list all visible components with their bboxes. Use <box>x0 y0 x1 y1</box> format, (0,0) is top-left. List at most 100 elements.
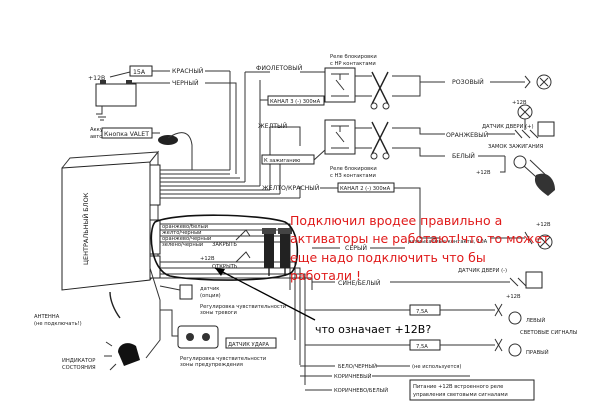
fuse-15a-label: 15А <box>133 69 146 76</box>
door-sensor-minus-label: ДАТЧИК ДВЕРИ (-) <box>458 268 507 274</box>
actuator-plus12-label: +12В <box>200 256 215 262</box>
door-switch-icon-1 <box>514 129 539 139</box>
ignition-plus12-label: +12В <box>476 170 491 176</box>
signal-lights-label: СВЕТОВЫЕ СИГНАЛЫ <box>520 330 578 336</box>
relay-nz-label-1: Реле блокировки <box>330 166 377 172</box>
sensor-label-1: датчик <box>200 286 219 292</box>
battery-terminal-minus <box>126 80 132 84</box>
power-relay-label-1: Питание +12В встроенного реле <box>413 384 503 390</box>
wire-white-black-label: БЕЛО/ЧЕРНЫЙ <box>338 363 377 370</box>
cut-scissors-icon-1 <box>371 71 389 105</box>
battery-icon <box>95 83 137 107</box>
sens-label-4: зоны предупреждения <box>180 362 243 368</box>
central-unit-box <box>61 161 151 291</box>
sens-label-2: зоны тревоги <box>200 310 237 316</box>
annotation-line-2: активаторы не работают!что то может <box>290 231 549 246</box>
ignition-lock-label: ЗАМОК ЗАЖИГАНИЯ <box>488 144 544 150</box>
connector-aux <box>149 255 161 279</box>
wire-black-label: ЧЕРНЫЙ <box>172 78 199 87</box>
central-unit-group: ЦЕНТРАЛЬНЫЙ БЛОК <box>61 150 161 291</box>
power-relay-label-2: управления световыми сигналами <box>413 392 508 398</box>
channel3-label: КАНАЛ 3 (-) 300мА <box>270 99 321 105</box>
indicator-label-1: ИНДИКАТОР <box>62 358 95 364</box>
indicator-label-2: СОСТОЯНИЯ <box>62 365 96 371</box>
wire-pink-label: РОЗОВЫЙ <box>452 77 484 86</box>
antenna-icon <box>109 291 121 319</box>
wire-orange-label: ОРАНЖЕВЫЙ <box>446 130 489 139</box>
central-unit-label: ЦЕНТРАЛЬНЫЙ БЛОК <box>81 192 90 265</box>
actuator-motor-icon-1 <box>262 228 276 276</box>
cut-scissors-icon-2 <box>371 121 389 155</box>
sens-label-1: Регулировка чувствительности <box>200 304 286 310</box>
door-sensor-plus-label: ДАТЧИК ДВЕРИ (+) <box>482 124 533 130</box>
relay-nr-label-1: Реле блокировки <box>330 54 377 60</box>
ignition-key-icon <box>513 155 555 196</box>
actuator-group: оранжево/белый желто/черный оранжево/чер… <box>150 214 299 281</box>
door-switch-icon-2 <box>509 277 527 287</box>
relay-nz-label-2: с НЗ контактами <box>330 173 376 179</box>
connector-main <box>149 164 161 206</box>
question-text: что означает +12В? <box>315 323 431 336</box>
bottom-plus12-label: +12В <box>506 294 521 300</box>
hand-drawn-circle <box>150 214 299 281</box>
led-indicator-icon <box>118 343 140 366</box>
shock-sensor-icon <box>177 325 219 349</box>
door-plus12-label: +12В <box>512 100 527 106</box>
wire-blue-white-label: СИНЕ/БЕЛЫЙ <box>338 278 381 287</box>
shock-sensor-box <box>225 337 277 349</box>
antenna-group: АНТЕННА (не подключать!) <box>34 291 121 327</box>
valet-button-group: Кнопка VALET <box>101 127 193 170</box>
relay-nr-group: ФИОЛЕТОВЫЙ Реле блокировки с НР контакта… <box>245 54 405 110</box>
user-annotation: Подключил вродее правильно а активаторы … <box>290 213 549 283</box>
question-arrow <box>214 267 316 321</box>
wire-brown-white-label: КОРИЧНЕВО/БЕЛЫЙ <box>334 387 388 394</box>
actuator-wire-a: оранжево/белый <box>162 223 208 230</box>
antenna-label-2: (не подключать!) <box>34 321 82 327</box>
wire-brown-label: КОРИЧНЕВЫЙ <box>334 373 372 380</box>
actuator-wire-b: желто/черный <box>162 229 202 236</box>
light-bulb-icon <box>537 234 553 250</box>
channel2-label: КАНАЛ 2 (-) 300мА <box>340 186 391 192</box>
wire-red-label: КРАСНЫЙ <box>172 66 204 75</box>
wire-yellow-label: ЖЕЛТЫЙ <box>258 121 287 130</box>
wire-gray-label: СЕРЫЙ <box>345 243 367 252</box>
antenna-label-1: АНТЕННА <box>34 314 60 320</box>
question-arrowhead <box>215 268 225 276</box>
annotation-line-4: работали ! <box>290 268 361 283</box>
to-ignition-label: К зажиганию <box>264 158 301 164</box>
actuator-wire-c: оранжево/черный <box>162 235 211 242</box>
relay-nr-label-2: с НР контактами <box>330 61 376 67</box>
signal-right-label: ПРАВЫЙ <box>526 349 549 356</box>
sens-label-3: Регулировка чувствительности <box>180 356 266 362</box>
light-plus12-label: +12В <box>536 222 551 228</box>
wire-yellow-red-label: ЖЕЛТО/КРАСНЫЙ <box>262 183 320 192</box>
shock-sensor-group: датчик (опция) Регулировка чувствительно… <box>159 284 286 368</box>
annotation-line-3: еще надо подключить что бы <box>290 250 486 265</box>
channel2-group: ЖЕЛТО/КРАСНЫЙ КАНАЛ 2 (-) 300мА <box>262 182 404 193</box>
connector-actuators <box>149 219 161 255</box>
actuator-wire-d: зелено/черный <box>162 241 203 248</box>
door-switch-box-2 <box>525 271 543 289</box>
not-used-label: (не используется) <box>412 364 461 370</box>
sensor-label-2: (опция) <box>200 293 221 299</box>
signal-right-icon <box>508 343 522 357</box>
power-relay-box <box>409 379 535 401</box>
open-contacts-label: размыкаемые контакты, 10А <box>408 239 488 245</box>
wire-violet-label: ФИОЛЕТОВЫЙ <box>256 63 303 72</box>
signal-left-icon <box>508 311 522 325</box>
indicator-group: ИНДИКАТОР СОСТОЯНИЯ <box>62 267 161 371</box>
battery-terminal-plus <box>100 80 106 84</box>
actuator-open-label: ОТКРЫТЬ <box>212 264 238 270</box>
battery-plus12-label: +12В <box>88 75 105 82</box>
question-annotation: что означает +12В? <box>214 267 431 336</box>
wire-white-label: БЕЛЫЙ <box>452 151 475 160</box>
shock-sensor-label: ДАТЧИК УДАРА <box>228 342 269 348</box>
relay-nz-group: ЖЕЛТЫЙ К зажиганию Реле блокировки с НЗ … <box>258 119 405 179</box>
siren-icon <box>536 74 552 90</box>
door-switch-box-1 <box>537 121 555 137</box>
right-column: РОЗОВЫЙ +12В ДАТЧИК ДВЕРИ (+) ОРАНЖЕВЫЙ … <box>300 74 578 401</box>
annotation-line-1: Подключил вродее правильно а <box>290 213 502 228</box>
signal-left-label: ЛЕВЫЙ <box>526 317 545 324</box>
actuator-close-label: ЗАКРЫТЬ <box>212 242 237 248</box>
